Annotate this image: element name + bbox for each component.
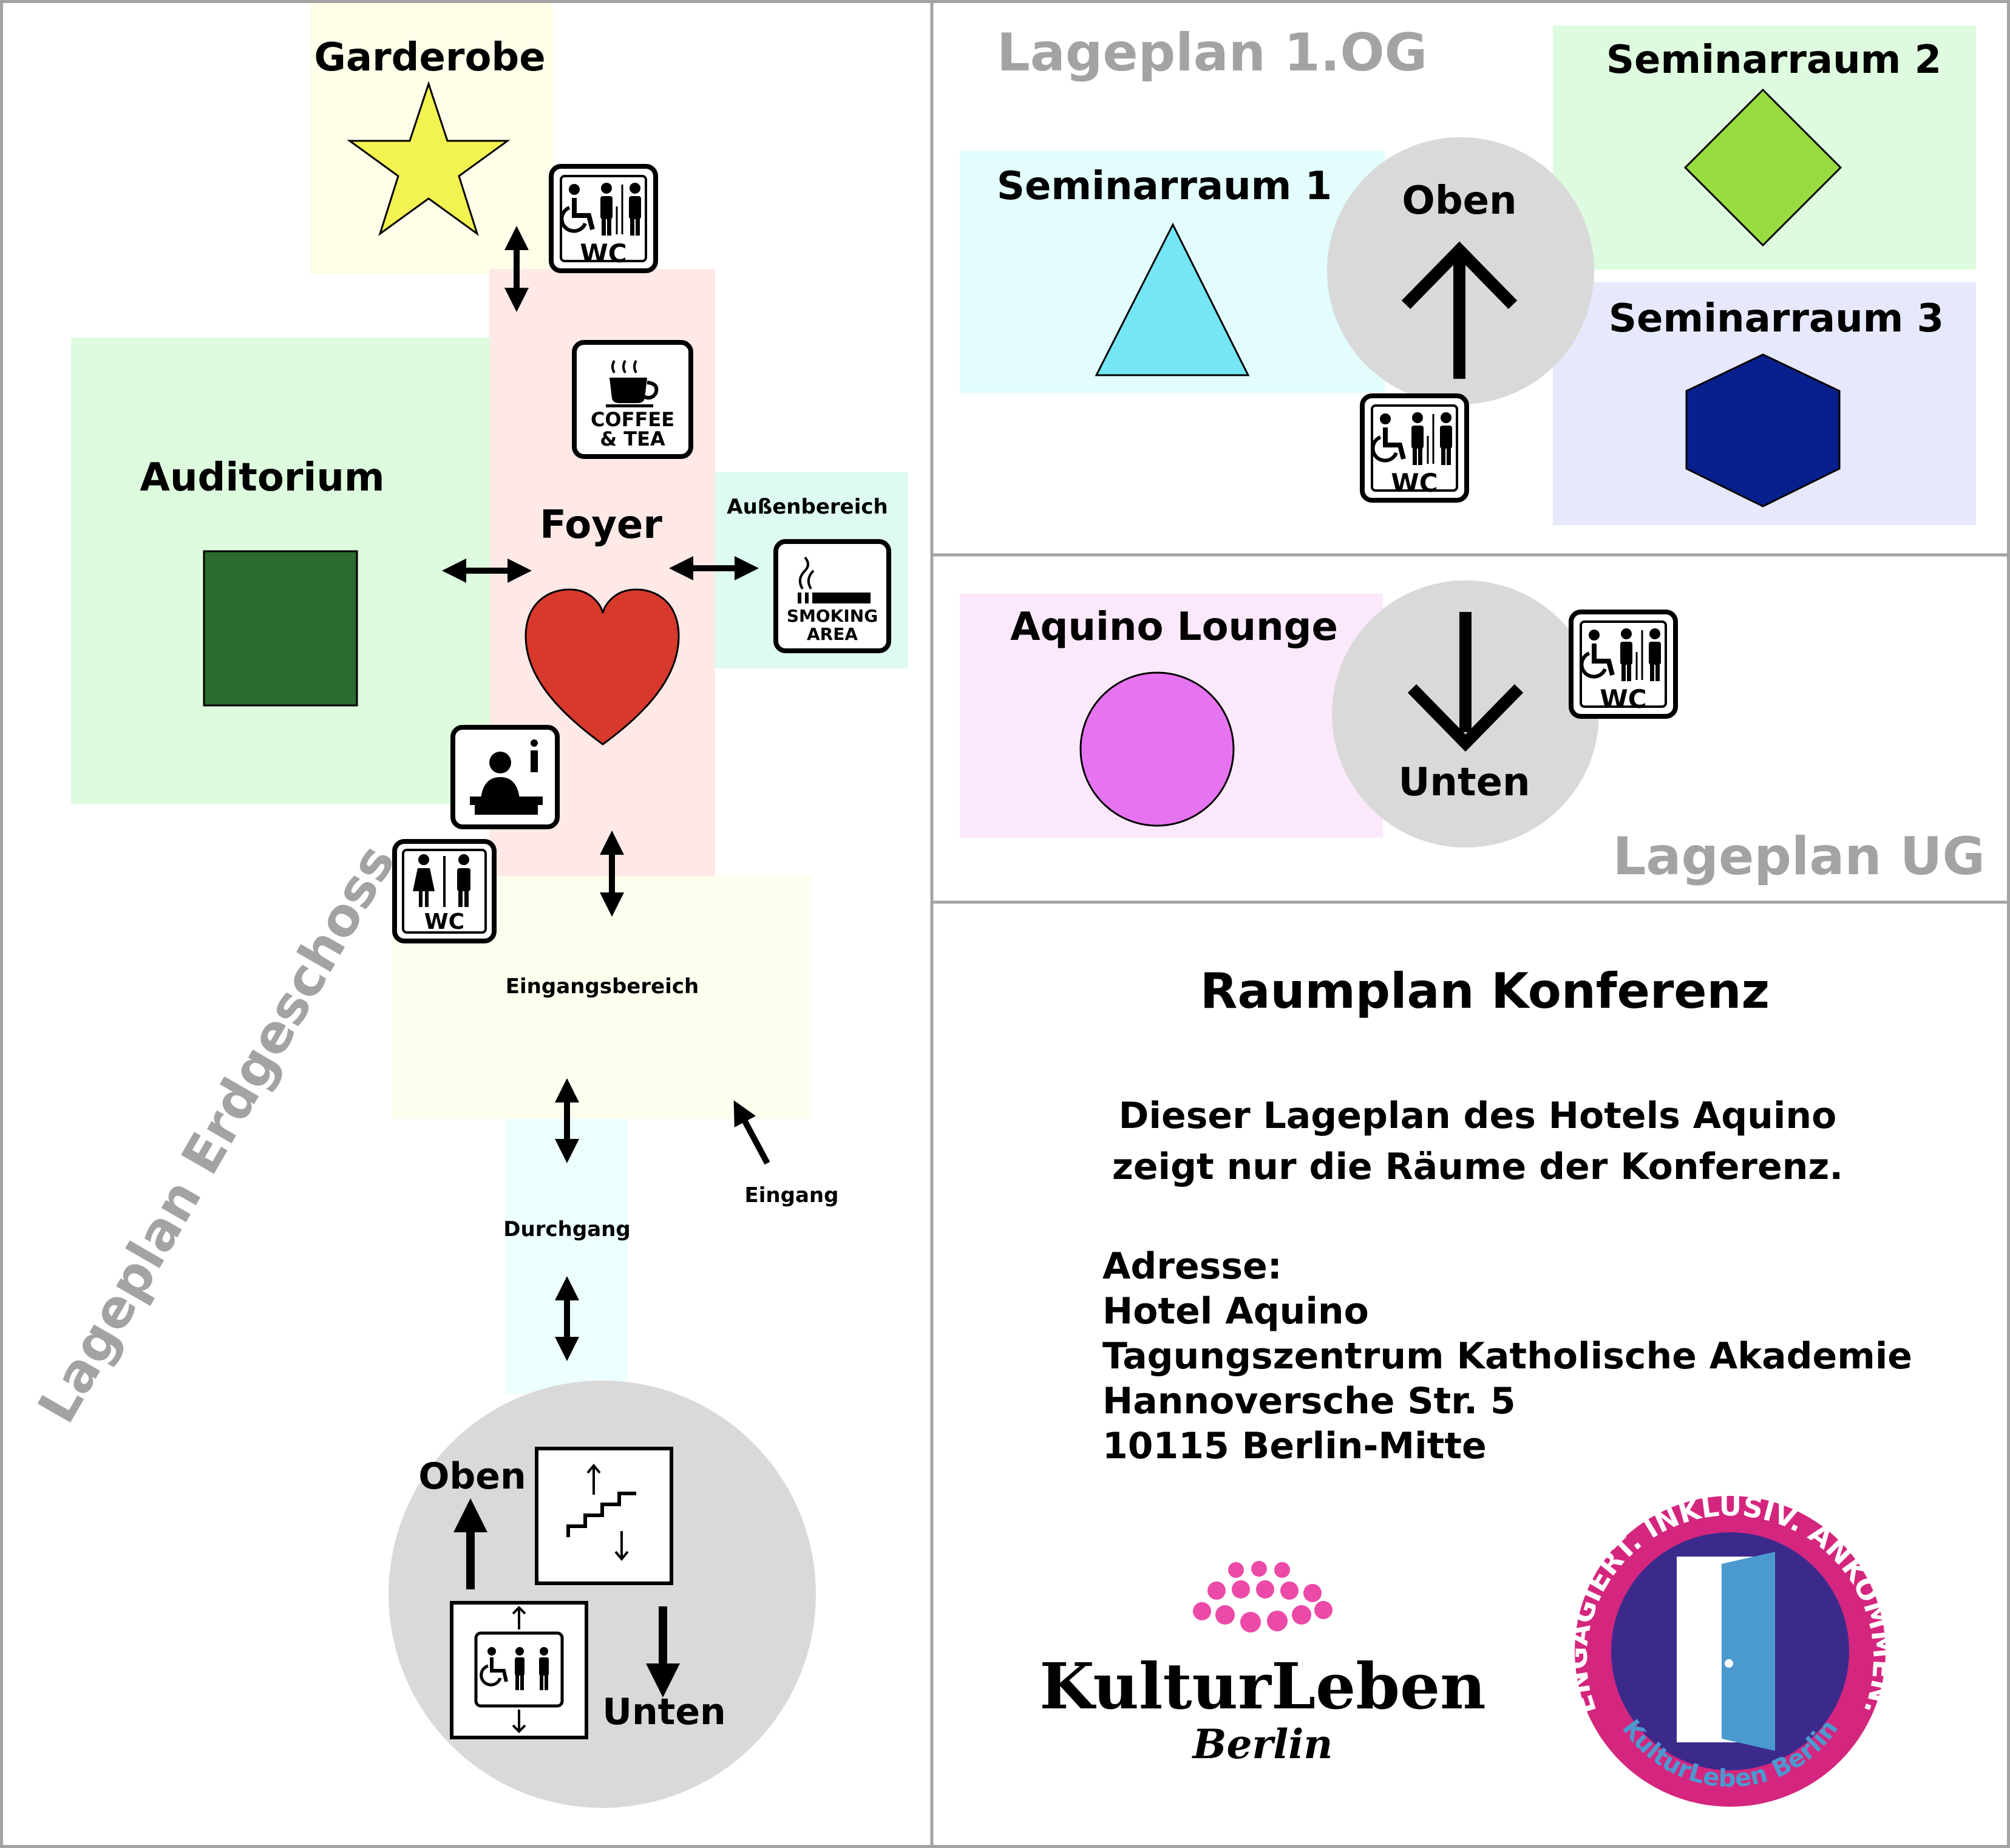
elevator-icon [450, 1601, 588, 1739]
durchgang-room [505, 1119, 628, 1394]
lounge-label: Aquino Lounge [1010, 605, 1338, 650]
first-floor-title: Lageplan 1.OG [997, 22, 1427, 83]
triangle-icon [1095, 222, 1250, 376]
foyer-label: Foyer [540, 503, 662, 548]
seminar2-label: Seminarraum 2 [1606, 38, 1941, 83]
smoking-area-icon: SMOKING AREA [773, 539, 891, 653]
address-line-4: 10115 Berlin-Mitte [1102, 1425, 1487, 1467]
wc-label-ug: WC [1600, 684, 1646, 714]
hexagon-icon [1685, 353, 1841, 508]
aussenbereich-label: Außenbereich [727, 495, 888, 519]
arrow-entrance [733, 1100, 770, 1165]
inclusion-badge-logo: ENGAGIERT. INKLUSIV. ANKOMMEN. KulturLeb… [1561, 1489, 1900, 1807]
auditorium-square-icon [203, 550, 358, 707]
info-title: Raumplan Konferenz [1200, 963, 1770, 1019]
coffee-label-line1: COFFEE [591, 408, 674, 431]
address-line-3: Hannoversche Str. 5 [1102, 1380, 1516, 1422]
address-line-2: Tagungszentrum Katholische Akademie [1102, 1335, 1912, 1378]
basement-title: Lageplan UG [1613, 826, 1985, 887]
lounge-circle-icon [1079, 671, 1235, 827]
heart-icon [525, 588, 680, 746]
staircase-icon [535, 1447, 673, 1585]
stairs-lift-circle [389, 1381, 816, 1808]
wc-label-1og: WC [1391, 468, 1438, 498]
smoking-label-line2: AREA [807, 624, 858, 644]
seminar1-label: Seminarraum 1 [997, 164, 1332, 209]
down-arrowhead [1407, 684, 1524, 752]
ground-floor-title: Lageplan Erdgeschoss [27, 835, 407, 1433]
kulturleben-name: KulturLeben [1039, 1649, 1485, 1724]
up-arrowhead [1401, 241, 1518, 309]
eingangsbereich-label: Eingangsbereich [506, 974, 699, 999]
down-label: Unten [1398, 760, 1530, 805]
wc-men-women-icon: WC [392, 839, 497, 943]
wc-label-ground: WC [424, 909, 464, 934]
address-line-1: Hotel Aquino [1102, 1290, 1369, 1333]
smoking-label-line1: SMOKING [787, 606, 878, 626]
basement-plan: Unten Aquino Lounge WC Lageplan UG [960, 580, 1985, 887]
coffee-label-line2: & TEA [600, 427, 665, 450]
info-description-line2: zeigt nur die Räume der Konferenz. [1112, 1146, 1843, 1188]
garderobe-label: Garderobe [314, 35, 545, 80]
stair-down-label: Unten [602, 1691, 726, 1733]
durchgang-label: Durchgang [503, 1217, 630, 1242]
info-description-line1: Dieser Lageplan des Hotels Aquino [1119, 1095, 1837, 1137]
kulturleben-logo [1193, 1561, 1333, 1632]
up-label: Oben [1402, 178, 1516, 223]
star-icon [347, 81, 511, 236]
kulturleben-city: Berlin [1192, 1721, 1333, 1768]
auditorium-label: Auditorium [140, 455, 384, 500]
eingang-label: Eingang [745, 1183, 839, 1208]
seminar3-label: Seminarraum 3 [1609, 296, 1944, 341]
diamond-icon [1683, 88, 1842, 247]
first-floor-plan: Lageplan 1.OG Oben Seminarraum 1 Seminar… [960, 22, 1976, 525]
stair-up-label: Oben [418, 1455, 526, 1498]
info-panel: Raumplan Konferenz Dieser Lageplan des H… [1039, 963, 1912, 1807]
address-label: Adresse: [1102, 1245, 1282, 1288]
wc-label-garderobe: WC [580, 239, 626, 268]
info-desk-icon [450, 725, 560, 829]
ground-floor-plan: Garderobe Auditorium Foyer Außenbereich … [27, 0, 908, 1808]
coffee-tea-icon: COFFEE & TEA [572, 340, 693, 459]
